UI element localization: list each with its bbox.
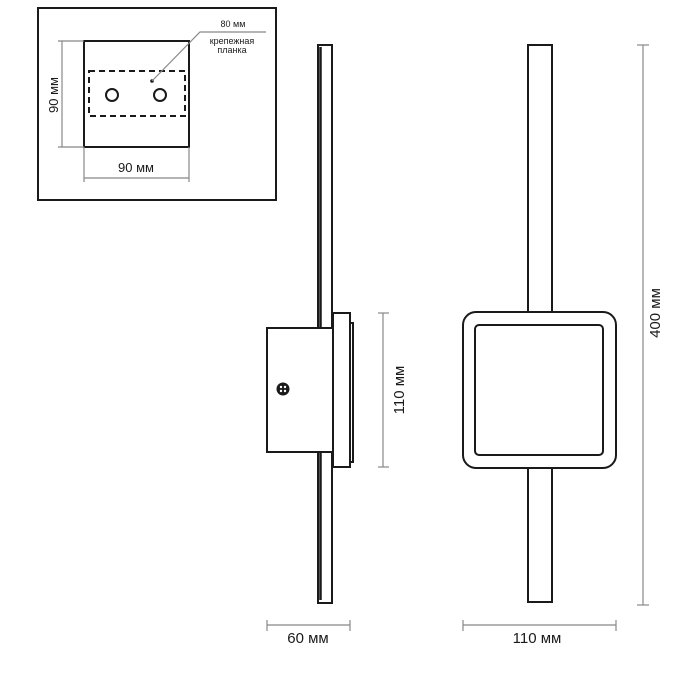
base-width-label: 90 мм [118,160,154,175]
base-height-label: 90 мм [46,77,61,113]
total-height-label: 400 мм [647,288,664,338]
mounting-plate-dashed [88,70,186,117]
plate-height-dimension: 110 мм [378,312,408,468]
side-diffuser [349,322,354,463]
plate-label-line1: крепежная [210,36,255,46]
depth-dimension: 60 мм [266,620,351,647]
front-view: 110 мм 400 мм [462,44,664,647]
base-height-dimension: 90 мм [46,40,84,148]
base-width-dimension: 90 мм [83,147,190,182]
screw-icon [276,382,290,396]
front-width-dimension: 110 мм [462,620,617,647]
side-lamp-plate [332,312,351,468]
leader-line [151,31,266,82]
mounting-inset: 80 мм крепежная планка 90 мм 90 мм [37,7,277,201]
plate-height-label: 110 мм [391,366,408,415]
screw-hole-left [105,88,119,102]
depth-label: 60 мм [287,630,328,647]
plate-width-label: 80 мм [221,19,246,29]
front-frame-inner [474,324,604,456]
base-square [83,40,190,148]
inset-frame [37,7,277,201]
plate-label-line2: планка [217,45,246,55]
side-view: 110 мм 60 мм [266,44,408,647]
screw-hole-right [153,88,167,102]
front-width-label: 110 мм [513,630,562,647]
total-height-dimension: 400 мм [637,44,664,606]
